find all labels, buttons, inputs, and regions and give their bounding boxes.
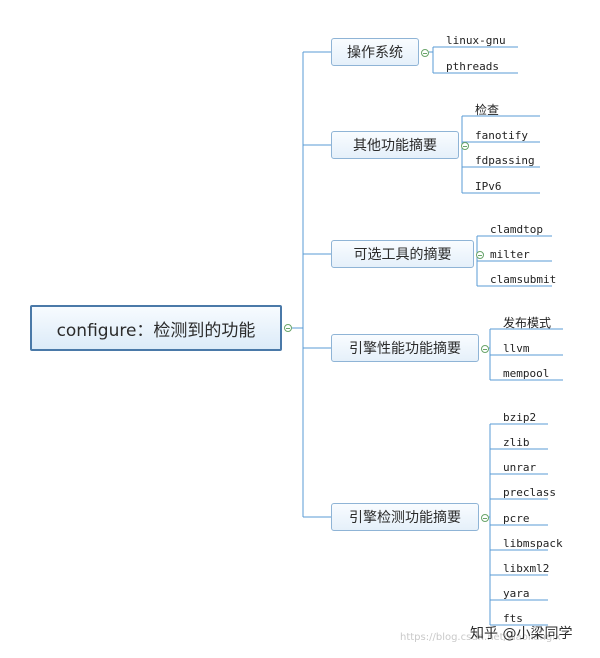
leaf-milter[interactable]: milter <box>490 248 530 261</box>
branch-other-features-collapse-icon[interactable] <box>461 142 469 150</box>
leaf-bzip2[interactable]: bzip2 <box>503 411 537 424</box>
leaf-preclass[interactable]: preclass <box>503 486 556 499</box>
branch-engine-performance[interactable]: 引擎性能功能摘要 <box>331 334 479 362</box>
leaf-libmspack[interactable]: libmspack <box>503 537 563 550</box>
leaf-pcre[interactable]: pcre <box>503 512 530 525</box>
branch-optional-tools-collapse-icon[interactable] <box>476 251 484 259</box>
leaf-fts[interactable]: fts <box>503 612 523 625</box>
leaf-linux-gnu[interactable]: linux-gnu <box>446 34 506 47</box>
leaf-pthreads[interactable]: pthreads <box>446 60 499 73</box>
leaf-release-mode[interactable]: 发布模式 <box>503 316 552 330</box>
branch-engine-performance-label: 引擎性能功能摘要 <box>349 341 461 357</box>
leaf-clamsubmit[interactable]: clamsubmit <box>490 273 557 286</box>
author-credit: 知乎 @小梁同学 <box>470 626 573 642</box>
leaf-mempool[interactable]: mempool <box>503 367 550 380</box>
branch-other-features-label: 其他功能摘要 <box>353 138 437 154</box>
leaf-zlib[interactable]: zlib <box>503 436 530 449</box>
branch-os[interactable]: 操作系统 <box>331 38 419 66</box>
root-topic[interactable]: configure：检测到的功能 <box>30 305 282 351</box>
branch-os-label: 操作系统 <box>347 45 403 61</box>
branch-engine-detection-collapse-icon[interactable] <box>481 514 489 522</box>
branch-optional-tools-label: 可选工具的摘要 <box>353 247 452 263</box>
leaf-llvm[interactable]: llvm <box>503 342 530 355</box>
branch-other-features[interactable]: 其他功能摘要 <box>331 131 459 159</box>
branch-optional-tools[interactable]: 可选工具的摘要 <box>331 240 474 268</box>
leaf-fanotify[interactable]: fanotify <box>475 129 528 142</box>
leaf-yara[interactable]: yara <box>503 587 530 600</box>
branch-engine-detection-label: 引擎检测功能摘要 <box>349 510 461 526</box>
leaf-libxml2[interactable]: libxml2 <box>503 562 550 575</box>
root-collapse-icon[interactable] <box>284 324 292 332</box>
leaf-clamdtop[interactable]: clamdtop <box>490 223 543 236</box>
branch-engine-performance-collapse-icon[interactable] <box>481 345 489 353</box>
branch-os-collapse-icon[interactable] <box>421 49 429 57</box>
leaf-fdpassing[interactable]: fdpassing <box>475 154 535 167</box>
leaf-unrar[interactable]: unrar <box>503 461 537 474</box>
branch-engine-detection[interactable]: 引擎检测功能摘要 <box>331 503 479 531</box>
leaf-ipv6[interactable]: IPv6 <box>475 180 502 193</box>
leaf-check[interactable]: 检查 <box>475 103 500 117</box>
watermark-text: https://blog.csdn.net/xiaoliangix <box>400 632 561 643</box>
root-topic-label: configure：检测到的功能 <box>56 320 256 341</box>
